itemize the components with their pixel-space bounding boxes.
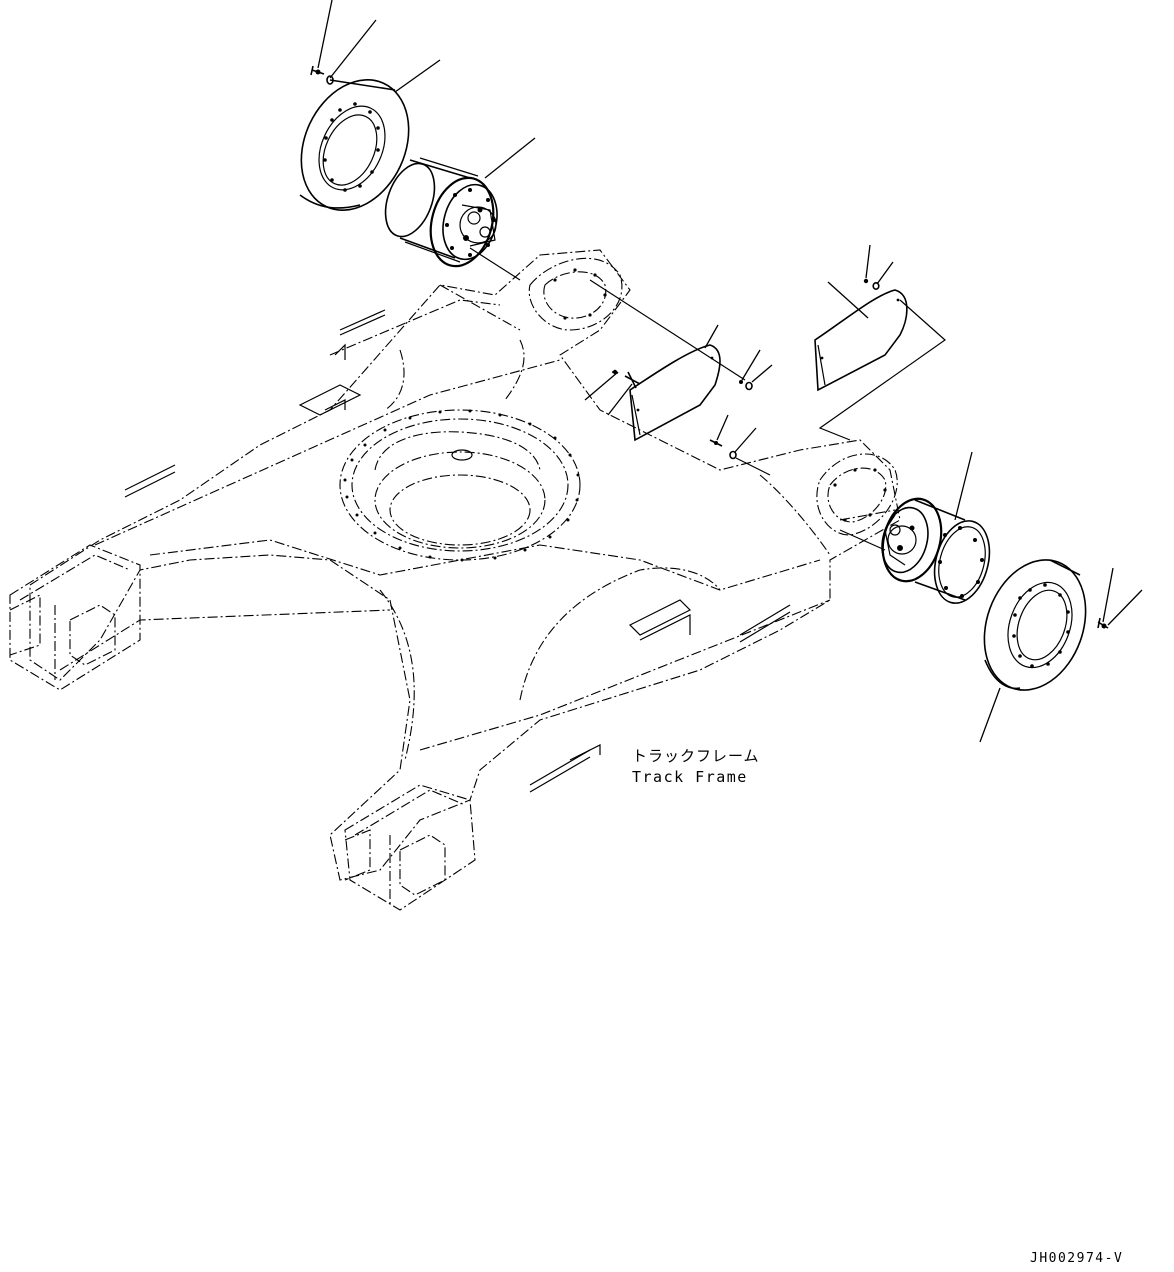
frame-label-en: Track Frame — [632, 768, 748, 786]
track-frame — [9, 249, 901, 911]
cover-bolts — [611, 278, 880, 476]
frame-label: トラックフレーム Track Frame — [632, 747, 760, 786]
upper-travel-motor — [384, 157, 498, 268]
upper-washer — [326, 75, 334, 85]
frame-label-jp: トラックフレーム — [632, 747, 760, 765]
upper-travel-motor-assembly — [299, 65, 746, 381]
lower-travel-motor — [881, 497, 991, 604]
center-cover-plate — [629, 344, 721, 442]
lower-sprocket — [983, 559, 1087, 691]
lower-bolt — [1097, 617, 1109, 629]
upper-bolt — [310, 65, 325, 76]
drawing-code: JH002974-V — [1030, 1251, 1123, 1266]
right-cover-plate — [814, 289, 946, 441]
leader-lines — [317, 0, 1143, 743]
lower-travel-motor-assembly — [839, 497, 1109, 691]
upper-sprocket — [299, 79, 410, 211]
